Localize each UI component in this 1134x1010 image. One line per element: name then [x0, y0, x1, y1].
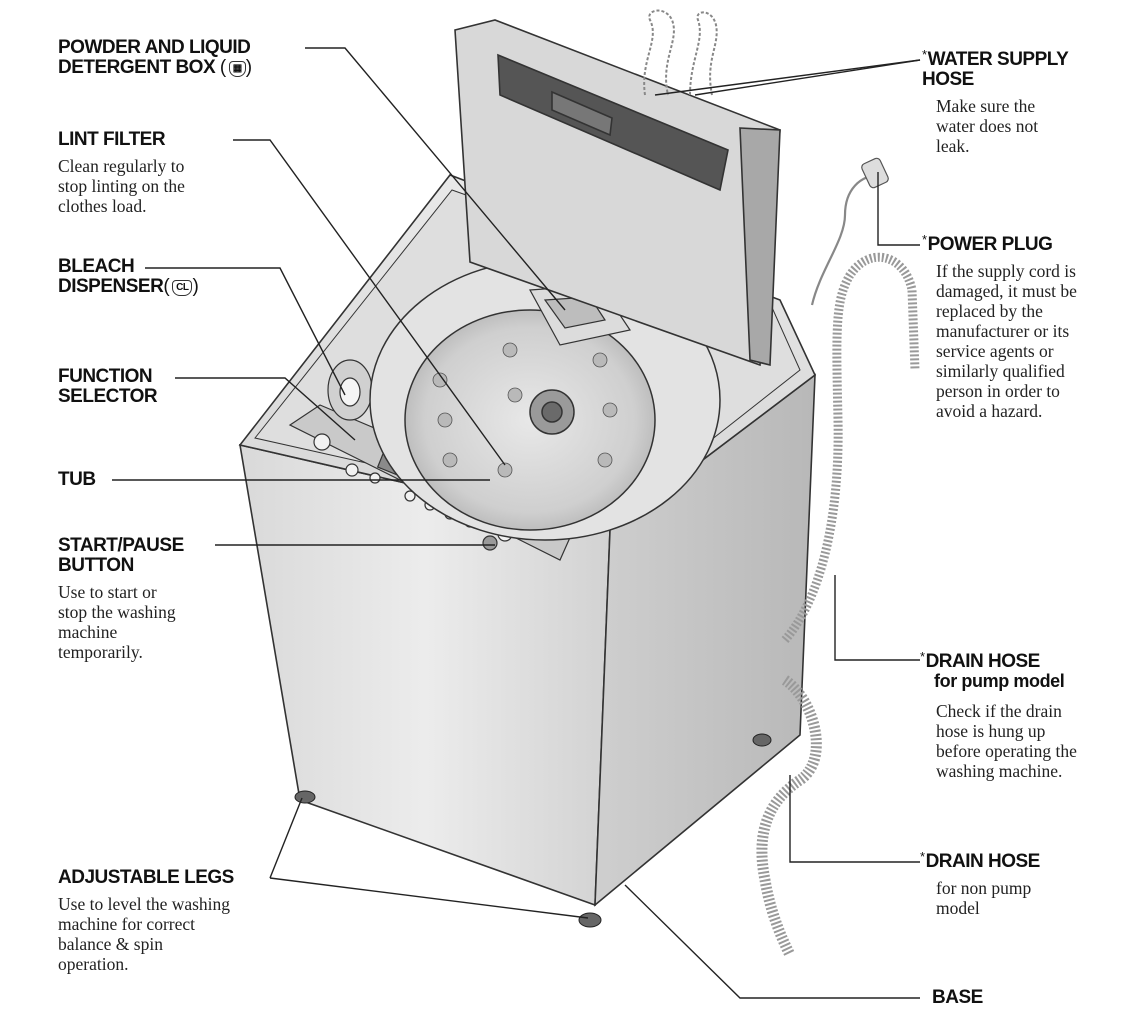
label-function-selector: FUNCTION SELECTOR [58, 366, 158, 407]
label-base: BASE [932, 987, 983, 1008]
label-adjustable-legs: ADJUSTABLE LEGS Use to level the washing… [58, 867, 234, 974]
label-drain-hose-pump: *DRAIN HOSE for pump model Check if the … [920, 649, 1077, 781]
label-water-supply-hose: *WATER SUPPLY HOSE Make sure the water d… [922, 47, 1069, 156]
drain-hose-nonpump-part [756, 675, 822, 958]
water-supply-hose-part [643, 9, 718, 96]
drain-hose-pump-part [781, 252, 920, 643]
lid-part [454, 19, 781, 367]
tub-part [369, 259, 721, 541]
label-lint-filter: LINT FILTER Clean regularly to stop lint… [58, 129, 185, 216]
power-plug-part [810, 157, 889, 306]
detergent-icon: ▦ [228, 60, 246, 77]
leader-lines [112, 47, 921, 999]
bleach-icon: CL [172, 279, 193, 296]
label-start-pause-button: START/PAUSE BUTTON Use to start or stop … [58, 535, 184, 662]
bleach-dispenser-part [327, 359, 373, 421]
legs-part [294, 733, 772, 928]
label-power-plug: *POWER PLUG If the supply cord is damage… [922, 232, 1077, 421]
label-drain-hose-nonpump: *DRAIN HOSE for non pump model [920, 849, 1040, 918]
label-tub: TUB [58, 469, 96, 490]
